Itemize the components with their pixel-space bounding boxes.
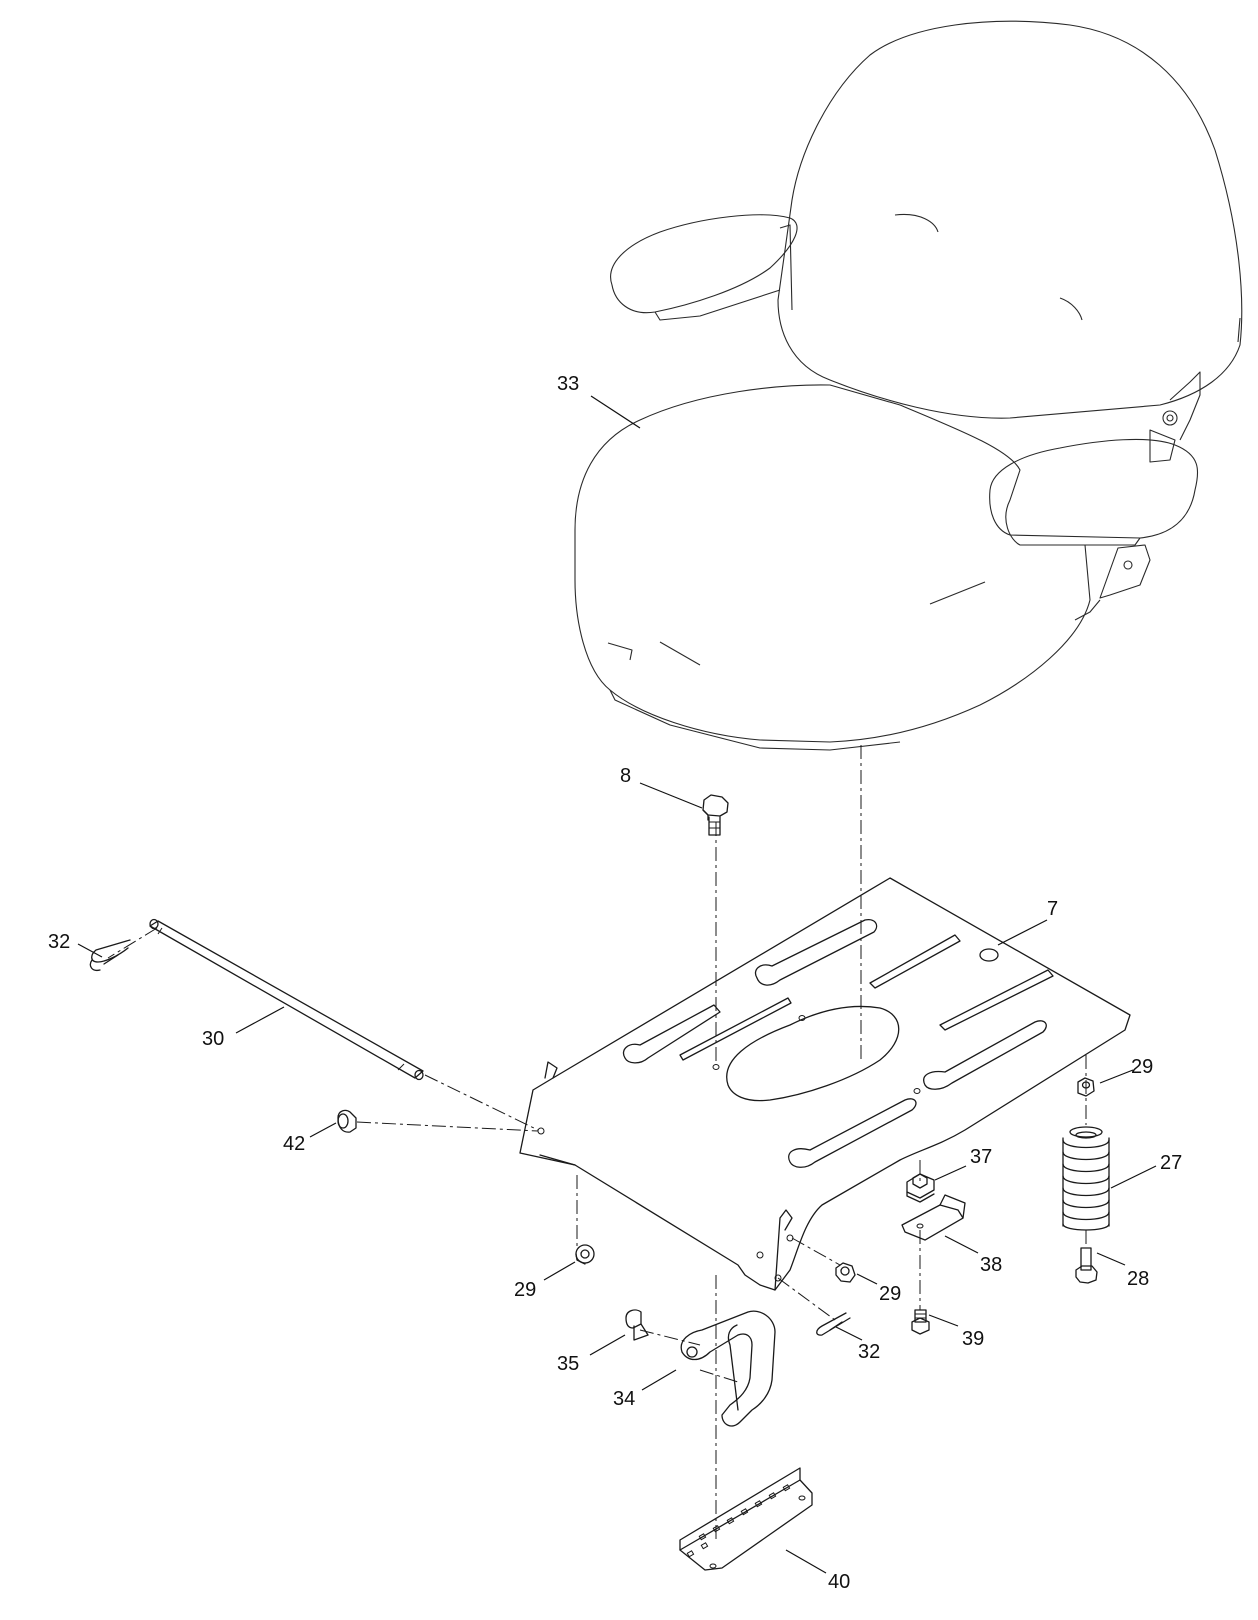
- bolt-8: [702, 794, 729, 836]
- lever-34: [680, 1310, 776, 1427]
- seat-pan-outline: [519, 877, 1131, 1291]
- seat-assembly: [574, 20, 1243, 751]
- seat-pan-center-opening: [726, 1005, 900, 1102]
- callout-37: 37: [970, 1146, 992, 1168]
- seat-pan: [519, 877, 1131, 1291]
- callout-38: 38: [980, 1254, 1002, 1276]
- callout-42: 42: [283, 1133, 305, 1155]
- callout-39: 39: [962, 1328, 984, 1350]
- callout-32-lower: 32: [858, 1341, 880, 1363]
- callout-28: 28: [1127, 1268, 1149, 1290]
- callout-34: 34: [613, 1388, 635, 1410]
- hair-pin-32-left: [89, 939, 131, 972]
- hair-pin-32-lower: [816, 1312, 851, 1336]
- callout-29-right: 29: [879, 1283, 901, 1305]
- callout-8: 8: [620, 765, 631, 787]
- callout-30: 30: [202, 1028, 224, 1050]
- callout-29-left: 29: [514, 1279, 536, 1301]
- screw-42: [337, 1109, 357, 1133]
- callout-29-top: 29: [1131, 1056, 1153, 1078]
- adjuster-plate-40: [679, 1467, 813, 1571]
- leader-lines: [77, 395, 1157, 1574]
- bracket-38: [901, 1194, 966, 1241]
- clip-nut-37: [906, 1173, 935, 1203]
- nut-29-right: [835, 1262, 856, 1283]
- callout-35: 35: [557, 1353, 579, 1375]
- assembly-centerlines: [107, 745, 1087, 1540]
- screw-39: [911, 1309, 930, 1335]
- pin-35: [625, 1309, 649, 1341]
- callout-27: 27: [1160, 1152, 1182, 1174]
- seat-cushion: [574, 384, 1091, 743]
- right-armrest: [989, 438, 1199, 539]
- callout-33: 33: [557, 373, 579, 395]
- nut-29-left: [575, 1244, 595, 1265]
- callout-labels: 33 8 7 32 30 42 29 27 37 38 28 29 29 39 …: [48, 373, 1182, 1593]
- callout-32-upper: 32: [48, 931, 70, 953]
- callout-40: 40: [828, 1571, 850, 1593]
- nut-29-top: [1077, 1077, 1095, 1097]
- callout-7: 7: [1047, 898, 1058, 920]
- left-armrest: [610, 214, 798, 314]
- spring-27: [1062, 1126, 1110, 1231]
- pivot-rod-30: [149, 918, 424, 1081]
- seat-backrest: [777, 20, 1243, 419]
- bolt-28: [1075, 1247, 1098, 1284]
